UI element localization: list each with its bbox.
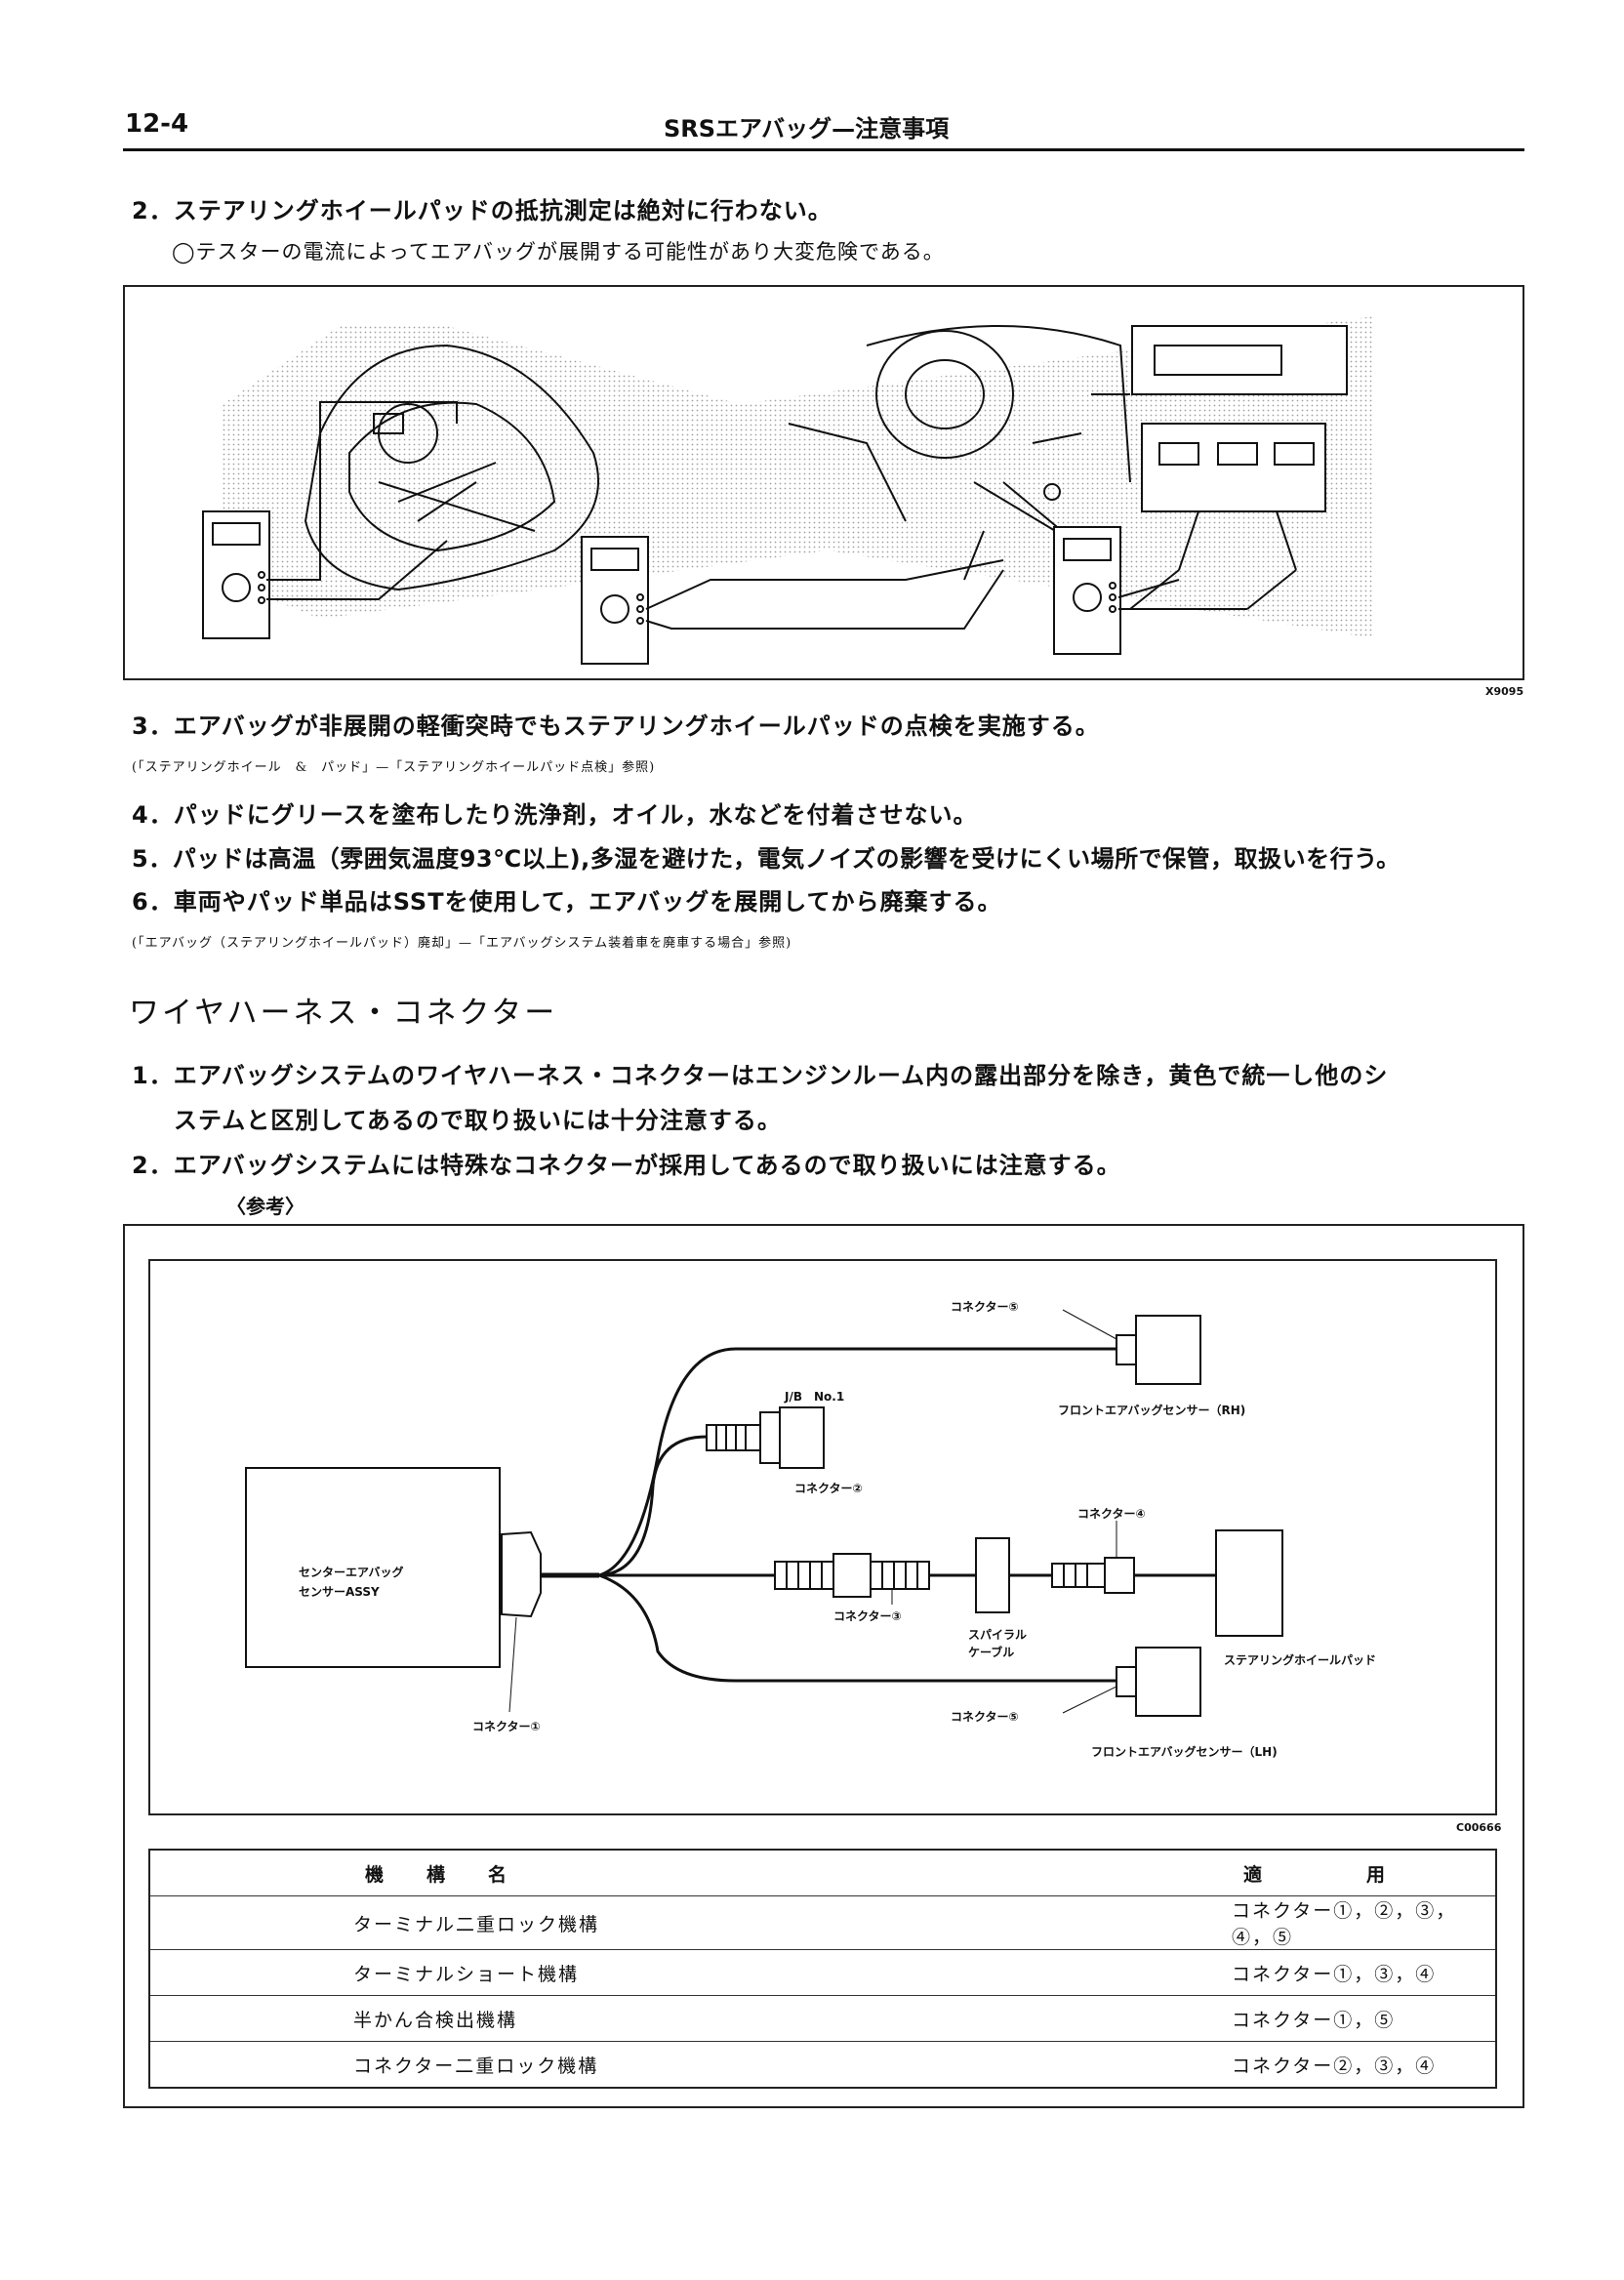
spiral-cable-label-1: スパイラル — [968, 1628, 1028, 1642]
sensor-connector-drawing — [1129, 325, 1348, 610]
connector-1 — [501, 1530, 542, 1618]
connector-1-label: コネクター① — [472, 1720, 541, 1733]
item-number: 2． — [132, 197, 174, 224]
tester-right — [1053, 526, 1247, 655]
precaution-6-reference: (「エアバッグ（ステアリングホイールパッド）廃却」—「エアバッグシステム装着車を… — [132, 936, 792, 951]
header-applies: 適 用 — [1243, 1863, 1388, 1886]
front-sensor-lh-label: フロントエアバッグセンサー（LH) — [1091, 1745, 1278, 1759]
mechanism-applies: コネクター①，⑤ — [1048, 1995, 1496, 2042]
header-rule — [123, 148, 1524, 151]
steering-pad-label: ステアリングホイールパッド — [1224, 1653, 1377, 1667]
front-sensor-rh-label: フロントエアバッグセンサー（RH) — [1058, 1404, 1246, 1417]
section-title: ワイヤハーネス・コネクター — [129, 996, 558, 1031]
item-number: 5． — [132, 845, 173, 873]
item-text: パッドは高温（雰囲気温度93℃以上),多湿を避けた，電気ノイズの影響を受けにくい… — [172, 845, 1401, 873]
figure-code: X9095 — [1485, 685, 1524, 698]
harness-item-1: 1．エアバッグシステムのワイヤハーネス・コネクターはエンジンルーム内の露出部分を… — [132, 1056, 1388, 1090]
table-row: ターミナル二重ロック機構 コネクター①，②，③，④，⑤ — [149, 1895, 1496, 1950]
tester-illustration-drawing — [202, 316, 1374, 665]
connector-3 — [774, 1553, 976, 1598]
connector-2 — [706, 1406, 825, 1469]
mechanism-name: コネクター二重ロック機構 — [149, 2041, 1048, 2088]
item-number: 6． — [132, 888, 174, 916]
page-number: 12-4 — [125, 109, 189, 139]
connector-5-bottom-label: コネクター⑤ — [951, 1710, 1019, 1724]
header-mechanism: 機 構 名 — [365, 1863, 509, 1886]
reference-label: 〈参考〉 — [226, 1195, 304, 1218]
item-number: 3． — [132, 712, 174, 740]
reference-figure-frame — [123, 1224, 1524, 2108]
mechanism-table: 機 構 名 適 用 ターミナル二重ロック機構 コネクター①，②，③，④，⑤ ター… — [148, 1849, 1497, 2089]
item-number: 1． — [132, 1062, 174, 1089]
center-sensor-box — [245, 1467, 501, 1668]
tester-left — [202, 401, 458, 639]
item-text: パッドにグリースを塗布したり洗浄剤，オイル，水などを付着させない。 — [173, 801, 978, 829]
item-text: ステアリングホイールパッドの抵抗測定は絶対に行わない。 — [173, 197, 832, 224]
connector-4-label: コネクター④ — [1077, 1507, 1146, 1521]
item-text: エアバッグシステムのワイヤハーネス・コネクターはエンジンルーム内の露出部分を除き… — [173, 1062, 1389, 1089]
connector-3-label: コネクター③ — [833, 1609, 902, 1623]
harness-lh — [598, 1573, 1116, 1683]
tester-illustration — [123, 285, 1524, 680]
table-header-row: 機 構 名 適 用 — [149, 1850, 1496, 1896]
table-row: コネクター二重ロック機構 コネクター②，③，④ — [149, 2041, 1496, 2088]
precaution-6: 6．車両やパッド単品はSSTを使用して，エアバッグを展開してから廃棄する。 — [132, 882, 1001, 916]
precaution-2-note: ◯テスターの電流によってエアバッグが展開する可能性があり大変危険である。 — [172, 240, 945, 264]
precaution-3: 3．エアバッグが非展開の軽衝突時でもステアリングホイールパッドの点検を実施する。 — [132, 707, 1100, 741]
item-number: 2． — [132, 1152, 174, 1179]
table-row: ターミナルショート機構 コネクター①，③，④ — [149, 1949, 1496, 1996]
harness-item-1-cont: ステムと区別してあるので取り扱いには十分注意する。 — [174, 1107, 782, 1134]
connector-5-top-label: コネクター⑤ — [951, 1300, 1019, 1314]
precaution-4: 4．パッドにグリースを塗布したり洗浄剤，オイル，水などを付着させない。 — [132, 795, 978, 830]
mechanism-name: 半かん合検出機構 — [149, 1995, 1048, 2042]
connector-2-label: コネクター② — [794, 1482, 863, 1495]
mechanism-applies: コネクター①，②，③，④，⑤ — [1048, 1895, 1496, 1950]
tester-middle — [581, 530, 1004, 665]
item-text: 車両やパッド単品はSSTを使用して，エアバッグを展開してから廃棄する。 — [173, 888, 1002, 916]
harness-jb — [598, 1435, 708, 1577]
precaution-5: 5．パッドは高温（雰囲気温度93℃以上),多湿を避けた，電気ノイズの影響を受けに… — [132, 839, 1401, 874]
jb-label: J/B No.1 — [785, 1390, 845, 1404]
item-text: エアバッグが非展開の軽衝突時でもステアリングホイールパッドの点検を実施する。 — [173, 712, 1100, 740]
item-text: エアバッグシステムには特殊なコネクターが採用してあるので取り扱いには注意する。 — [173, 1152, 1121, 1179]
front-sensor-lh — [1116, 1647, 1201, 1717]
harness-rh — [598, 1347, 1116, 1577]
mechanism-applies: コネクター①，③，④ — [1048, 1949, 1496, 1996]
steering-pad-box — [1215, 1529, 1283, 1637]
wiring-diagram-drawing — [245, 1309, 1283, 1717]
spiral-cable — [975, 1537, 1010, 1613]
center-sensor-label-2: センサーASSY — [299, 1585, 380, 1599]
mechanism-name: ターミナル二重ロック機構 — [149, 1895, 1048, 1950]
mechanism-applies: コネクター②，③，④ — [1048, 2041, 1496, 2088]
item-number: 4． — [132, 801, 174, 829]
leader-lines — [508, 1309, 1117, 1714]
page-title: SRSエアバッグ—注意事項 — [664, 115, 950, 142]
table-row: 半かん合検出機構 コネクター①，⑤ — [149, 1995, 1496, 2042]
connector-4 — [1009, 1557, 1216, 1594]
precaution-3-reference: (「ステアリングホイール & パッド」—「ステアリングホイールパッド点検」参照) — [132, 760, 656, 775]
precaution-2: 2．ステアリングホイールパッドの抵抗測定は絶対に行わない。 — [132, 191, 832, 225]
figure-code: C00666 — [1456, 1821, 1502, 1834]
wiring-diagram: センターエアバッグ センサーASSY コネクター① コネクター② コネクター③ … — [148, 1259, 1497, 1815]
steering-pad-drawing — [304, 344, 599, 591]
front-sensor-rh — [1116, 1315, 1201, 1385]
spiral-cable-label-2: ケーブル — [968, 1646, 1015, 1659]
mechanism-name: ターミナルショート機構 — [149, 1949, 1048, 1996]
center-sensor-label-1: センターエアバッグ — [299, 1566, 404, 1579]
harness-item-2: 2．エアバッグシステムには特殊なコネクターが採用してあるので取り扱いには注意する… — [132, 1146, 1121, 1180]
